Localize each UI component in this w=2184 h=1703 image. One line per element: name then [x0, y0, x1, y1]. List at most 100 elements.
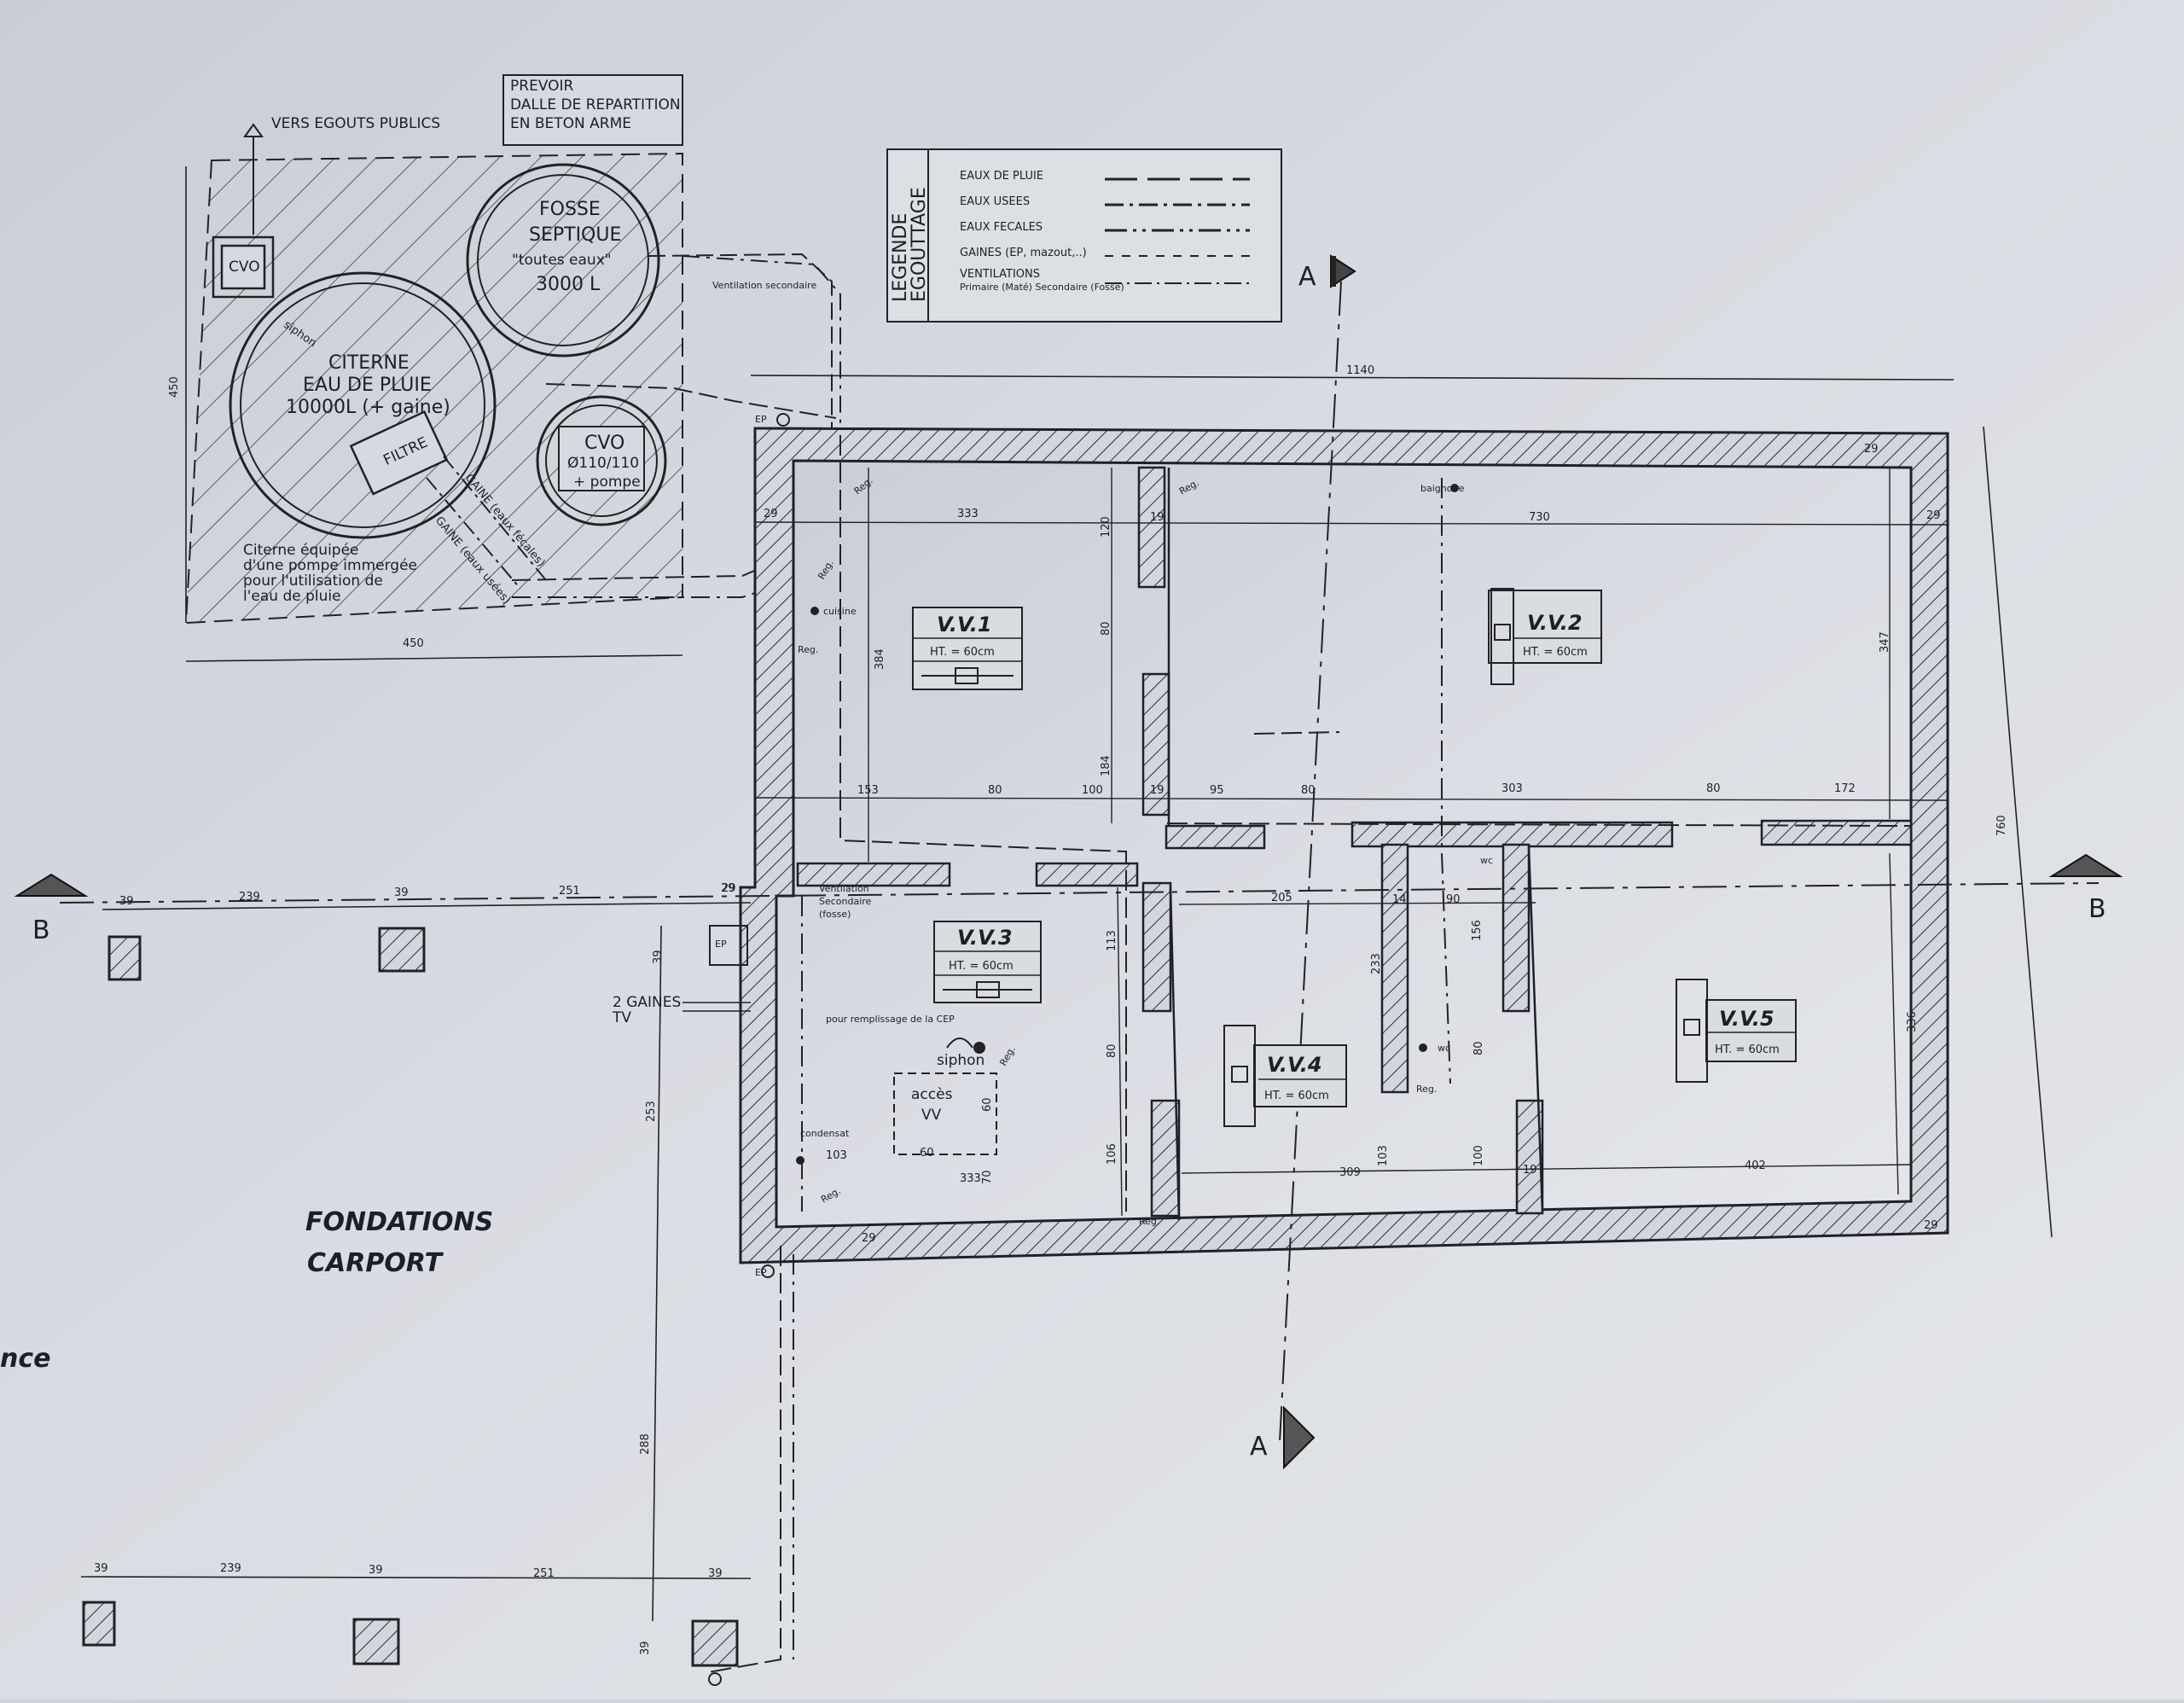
cvo2-line2: Ø110/110 [567, 455, 639, 472]
dim-288: 288 [639, 1433, 652, 1455]
vent2-line1: Ventilation [819, 883, 869, 894]
pillar-bottom-3 [691, 1619, 739, 1667]
room-vv1-name: V.V.1 [937, 613, 992, 636]
dim-line-carport-vertical [652, 925, 662, 1622]
legend-row-ventilations-sub: Primaire (Maté) Secondaire (Fosse) [960, 282, 1124, 293]
fosse-line1: FOSSE [539, 199, 601, 220]
plan-title-line1: FONDATIONS [305, 1207, 493, 1237]
fosse-circle-outer [466, 163, 660, 357]
dim-251-a: 251 [559, 885, 580, 898]
room-vv5-name: V.V.5 [1719, 1007, 1774, 1031]
dim-39-d: 39 [639, 1641, 652, 1655]
dim-line-vv3-vertical [1117, 886, 1123, 1217]
wc-label-1: wc [1480, 855, 1493, 866]
house-foundation [59, 281, 2100, 1673]
dim-line-336 [1889, 852, 1899, 1195]
room-vv4: V.V.4 HT. = 60cm [1223, 1025, 1347, 1127]
dim-line-205 [1178, 902, 1536, 905]
pipe-out-1 [707, 1246, 781, 1673]
wall-vv1-vv3-left [796, 862, 951, 887]
dim-336: 336 [1906, 1011, 1919, 1032]
room-vv5-vent-bar [1676, 979, 1708, 1083]
remplissage-label: pour remplissage de la CEP [826, 1014, 955, 1025]
dim-106: 106 [1106, 1143, 1118, 1165]
legend: LEGENDE EGOUTTAGE EAUX DE PLUIE EAUX USE… [886, 148, 1282, 323]
room-vv2-vent-bar [1490, 588, 1514, 685]
ep-label-top: EP [755, 414, 767, 425]
pillar-bottom-2 [352, 1618, 400, 1665]
fosse-line3: "toutes eaux" [512, 252, 612, 269]
section-b-left-label: B [32, 915, 50, 945]
dim-402: 402 [1745, 1160, 1766, 1172]
room-vv5-box [1705, 999, 1797, 1062]
dim-line-760 [1983, 426, 2053, 1238]
cuisine-drain-icon [810, 607, 819, 615]
dim-120: 120 [1100, 516, 1112, 538]
room-vv5-ht: HT. = 60cm [1715, 1043, 1780, 1056]
cvo-box-inner [220, 244, 266, 290]
dim-80-b: 80 [988, 784, 1002, 797]
dim-251-b: 251 [533, 1567, 555, 1580]
ep-marker-bottom-icon [761, 1264, 775, 1278]
room-vv4-name: V.V.4 [1267, 1053, 1322, 1077]
dim-19-a: 19 [1150, 784, 1165, 797]
dim-70: 70 [981, 1170, 994, 1184]
dim-29-g: 29 [722, 882, 736, 895]
room-vv3: V.V.3 HT. = 60cm [933, 921, 1042, 1003]
dim-90: 90 [1446, 893, 1461, 906]
note-line1: Citerne équipée [243, 542, 359, 559]
wall-vv3-vv4-upper [1141, 881, 1172, 1013]
dim-80-f: 80 [1106, 1043, 1118, 1058]
dim-760: 760 [1995, 815, 2008, 836]
dim-14: 14 [1392, 893, 1407, 906]
dim-347: 347 [1879, 631, 1891, 653]
cvo-pump-box [558, 426, 645, 491]
dim-384: 384 [874, 648, 886, 670]
wall-vv4-vv5-upper [1502, 843, 1531, 1013]
ep-label-left: EP [715, 939, 727, 950]
dim-39-b: 39 [394, 886, 409, 899]
dim-309: 309 [1339, 1166, 1361, 1179]
cvo-pump-circle-inner [545, 404, 658, 517]
room-vv4-box [1253, 1044, 1347, 1107]
legend-heading-1: LEGENDE [890, 213, 911, 302]
condensat-label: condensat [800, 1128, 850, 1139]
house-annotations: EP EP EP Reg. Reg. Reg. Reg. Reg. Reg. R… [612, 413, 1493, 1278]
wall-vv4-inner [1380, 843, 1409, 1094]
ep-marker-top-icon [776, 413, 790, 427]
section-b-right-arrow-icon [2048, 853, 2123, 877]
reg-label-6: Reg. [1139, 1216, 1159, 1227]
room-vv4-ht: HT. = 60cm [1264, 1090, 1329, 1102]
room-vv4-vent-bar [1223, 1025, 1256, 1127]
dim-253: 253 [645, 1101, 658, 1122]
room-vv1: V.V.1 HT. = 60cm [912, 607, 1023, 690]
dim-29-b: 29 [1926, 509, 1941, 522]
prevoir-box [502, 74, 683, 146]
site-dim-450-vertical: 450 [168, 376, 181, 398]
dim-line-carport-bottom [80, 1576, 752, 1579]
dim-line-mid-row [754, 797, 1949, 801]
dim-29-c: 29 [1864, 443, 1879, 456]
acces-line2: VV [921, 1107, 942, 1124]
section-a-bottom-arrow-icon [1283, 1405, 1316, 1470]
dim-29-a: 29 [764, 508, 778, 520]
egouts-arrow-icon [243, 123, 264, 137]
cvo2-line1: CVO [584, 433, 624, 454]
dim-303: 303 [1502, 782, 1523, 795]
dim-39-a: 39 [119, 895, 134, 908]
carport-drain-icon [708, 1672, 722, 1686]
dim-39-e: 39 [94, 1562, 108, 1575]
pipe-to-house-1 [545, 383, 837, 419]
dim-80-a: 80 [1100, 621, 1112, 636]
wall-vv2-vv5-right [1760, 819, 1913, 846]
pipe-to-house-3 [512, 588, 769, 598]
dim-100-a: 100 [1082, 784, 1103, 797]
reg-label-4: Reg. [798, 644, 818, 655]
legend-row-pluie: EAUX DE PLUIE [960, 170, 1043, 183]
fosse-line2: SEPTIQUE [529, 224, 621, 246]
cvo-box-outer [212, 235, 275, 299]
dim-80-c: 80 [1301, 784, 1316, 797]
gaine-line-1 [443, 456, 547, 581]
cut-text: nce [0, 1344, 51, 1374]
